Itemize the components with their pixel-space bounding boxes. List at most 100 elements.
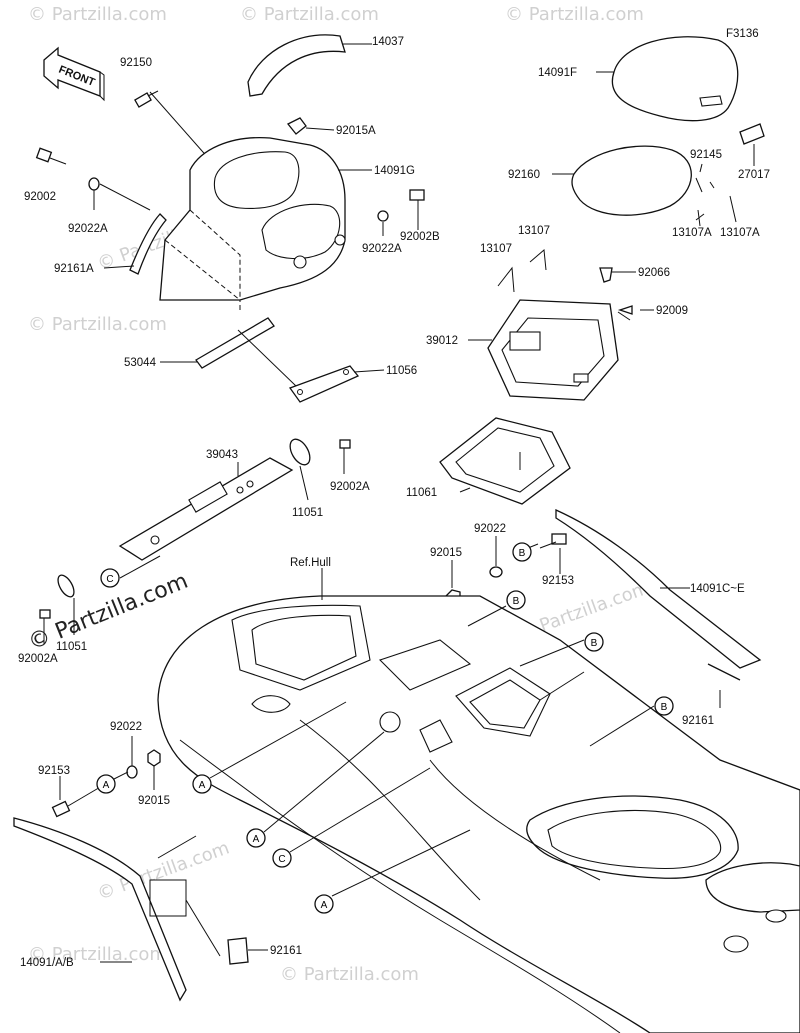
label-14091CE: 14091C~E [690, 583, 745, 595]
callout-a-3: A [246, 828, 266, 848]
label-11056: 11056 [386, 365, 417, 377]
label-92160: 92160 [508, 169, 540, 181]
label-ref-hull: Ref.Hull [290, 557, 331, 569]
bolt-92002B [409, 189, 425, 230]
part-14037-cover [247, 34, 372, 97]
label-39043: 39043 [206, 449, 238, 461]
washer-92022-left [126, 736, 138, 779]
hull [157, 595, 800, 1033]
label-53044: 53044 [124, 357, 157, 369]
pin-13107A [695, 195, 737, 227]
bolt-92150 [134, 90, 211, 161]
front-arrow: FRONT [43, 46, 105, 102]
watermark-1: © Partzilla.com [28, 4, 167, 25]
label-14091G: 14091G [374, 165, 415, 177]
callout-b-3: B [584, 632, 604, 652]
bracket-11056 [237, 329, 385, 403]
label-14091F: 14091F [538, 67, 577, 79]
callout-leaders [111, 543, 655, 897]
label-92153-left: 92153 [38, 765, 70, 777]
label-92015-left: 92015 [138, 795, 170, 807]
callout-a-1: A [192, 774, 212, 794]
callout-circles: C B B B B A A A C A [96, 542, 674, 914]
part-14091G-pod [159, 136, 372, 301]
figure-code: F3136 [726, 28, 759, 40]
screw-92145 [695, 163, 715, 193]
label-92022-right: 92022 [474, 523, 506, 535]
washer-92022A-left [88, 177, 151, 211]
label-11051-bottom: 11051 [56, 641, 87, 653]
box-39012 [468, 299, 619, 401]
watermark-10: © Partzilla.com [280, 964, 419, 985]
label-92161A: 92161A [54, 263, 94, 275]
pad-92160 [552, 145, 692, 216]
label-92022A-right-visible: 92022A [362, 243, 402, 255]
label-92022A-left: 92022A [68, 223, 108, 235]
label-92066: 92066 [638, 267, 670, 279]
strip-92161A [103, 213, 167, 275]
svg-text:A: A [103, 780, 110, 791]
label-92015A: 92015A [336, 125, 376, 137]
bolt-92153-right [539, 533, 567, 574]
callout-a-4: A [314, 894, 334, 914]
label-14091AB: 14091/A/B [20, 957, 74, 969]
callout-b-4: B [654, 696, 674, 716]
tag-27017 [739, 123, 765, 166]
label-92161-left: 92161 [270, 945, 302, 957]
svg-text:C: C [278, 854, 285, 865]
watermark-8: © Partzilla.com [28, 944, 167, 965]
label-14037: 14037 [372, 36, 404, 48]
label-92009: 92009 [656, 305, 688, 317]
bolt-92002A-top [339, 439, 351, 474]
label-13107-top: 13107 [518, 225, 550, 237]
svg-text:B: B [519, 548, 526, 559]
label-13107-left: 13107 [480, 243, 512, 255]
label-92150: 92150 [120, 57, 152, 69]
washer-92022-right [489, 536, 503, 578]
watermark-4: © Partzilla.com [28, 314, 167, 335]
svg-text:B: B [591, 638, 598, 649]
label-92022-left: 92022 [110, 721, 142, 733]
bolt-92002 [35, 147, 67, 165]
label-13107A-b: 13107A [720, 227, 760, 239]
callout-b-2: B [506, 590, 526, 610]
label-11051-top: 11051 [292, 507, 323, 519]
label-27017: 27017 [738, 169, 770, 181]
clip-92015A [286, 117, 335, 135]
bolt-92153-left [51, 776, 103, 818]
label-92002A-top: 92002A [330, 481, 370, 493]
label-92153-right: 92153 [542, 575, 574, 587]
svg-text:A: A [253, 834, 260, 845]
callout-c-2: C [272, 848, 292, 868]
grommet-11051-bottom [57, 574, 75, 635]
label-92145: 92145 [690, 149, 722, 161]
label-92002B: 92002B [400, 231, 440, 243]
strip-92161-left [227, 937, 268, 965]
watermark-3: © Partzilla.com [505, 4, 644, 25]
gasket-11061 [439, 417, 571, 505]
side-panel-14091CE [555, 508, 762, 669]
svg-text:B: B [513, 596, 520, 607]
label-92002A-bottom: 92002A [18, 653, 58, 665]
label-39012: 39012 [426, 335, 458, 347]
svg-text:A: A [321, 900, 328, 911]
grommet-11051-top [289, 438, 311, 501]
label-92161-right: 92161 [682, 715, 714, 727]
strip-92161-right [707, 663, 741, 708]
wire-13107 [497, 248, 547, 293]
part-labels: 14037 92150 92015A 14091G 92002 92022A 9… [18, 36, 770, 969]
callout-c-1: C [100, 568, 120, 588]
label-13107A-a: 13107A [672, 227, 712, 239]
rod-53044 [160, 300, 275, 369]
watermark-2: © Partzilla.com [240, 4, 379, 25]
screw-92009 [617, 305, 654, 321]
svg-text:B: B [661, 702, 668, 713]
callout-a-2: A [96, 774, 116, 794]
side-panel-14091AB [13, 817, 221, 1002]
screw-92066 [599, 267, 636, 283]
svg-text:C: C [106, 574, 113, 585]
label-11061: 11061 [406, 487, 437, 499]
pad-14091F [596, 36, 739, 122]
